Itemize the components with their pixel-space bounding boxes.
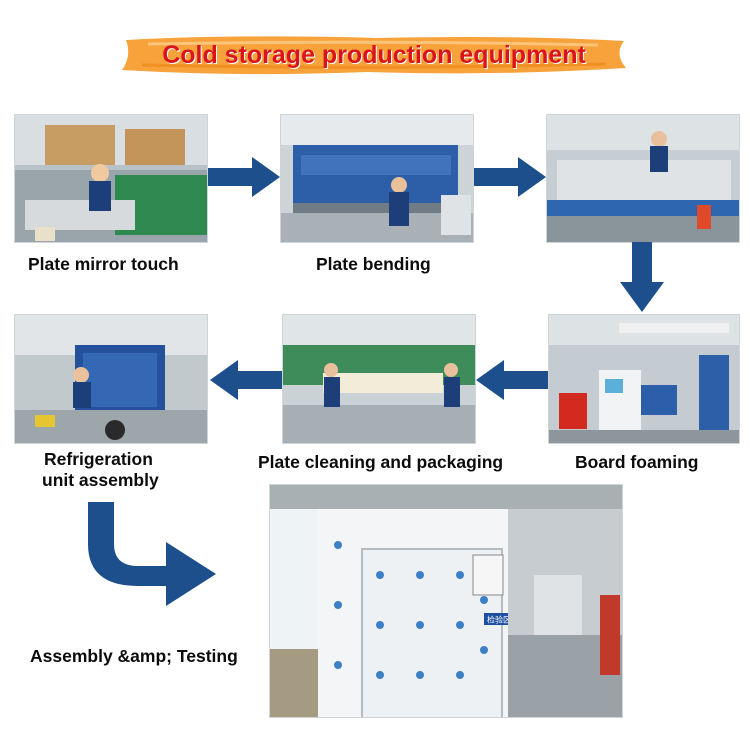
title-banner: Cold storage production equipment <box>118 34 630 76</box>
photo-plate-bending <box>280 114 474 243</box>
arrow-left-2 <box>210 360 282 400</box>
arrow-curved-down-right <box>88 502 216 606</box>
arrow-left-1 <box>476 360 548 400</box>
photo-board-foaming-machine <box>548 314 740 444</box>
photo-plate-cleaning-packaging <box>282 314 476 444</box>
label-assembly-testing: Assembly &amp; Testing <box>30 646 238 666</box>
arrow-right-1 <box>208 157 280 197</box>
label-plate-mirror-touch: Plate mirror touch <box>28 254 179 274</box>
page-title: Cold storage production equipment <box>162 40 586 69</box>
banner-brush-stroke <box>122 36 626 75</box>
photo-refrigeration-unit-assembly <box>14 314 208 444</box>
photo-assembly-testing: 检验区 <box>269 484 623 718</box>
photo-board-foaming-line <box>546 114 740 243</box>
label-plate-bending: Plate bending <box>316 254 431 274</box>
photo-plate-mirror-touch <box>14 114 208 243</box>
arrow-right-2 <box>474 157 546 197</box>
label-refrigeration-line1: Refrigeration <box>44 449 153 469</box>
arrow-down <box>620 242 664 312</box>
label-plate-cleaning-packaging: Plate cleaning and packaging <box>258 452 504 472</box>
test-area-sign: 检验区 <box>487 615 511 625</box>
label-board-foaming: Board foaming <box>575 452 699 472</box>
label-refrigeration-line2: unit assembly <box>42 470 159 490</box>
